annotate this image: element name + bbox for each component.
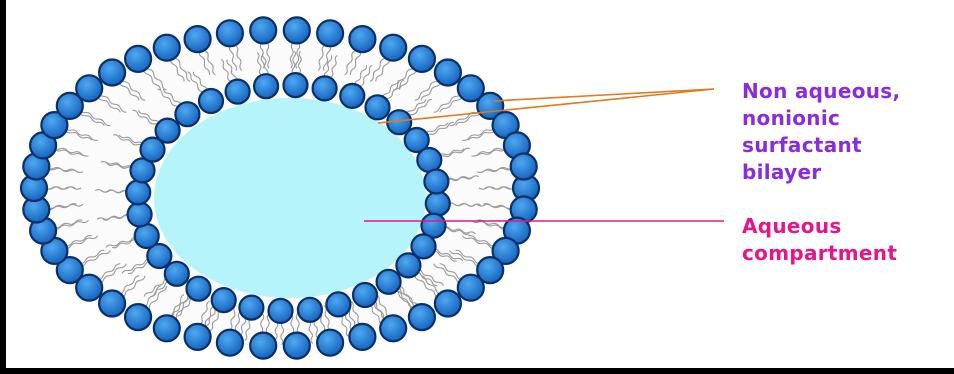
- bilayer-label-line-2: nonionic: [742, 105, 900, 132]
- inner-polar-head: [187, 277, 211, 301]
- outer-polar-head: [409, 46, 435, 72]
- bilayer-label: Non aqueous, nonionic surfactant bilayer: [742, 78, 900, 186]
- bilayer-leader-line-outer: [494, 89, 714, 101]
- inner-polar-head: [353, 283, 377, 307]
- bilayer-label-line-1: Non aqueous,: [742, 78, 900, 105]
- outer-polar-head: [154, 35, 180, 61]
- inner-polar-head: [128, 203, 152, 227]
- outer-polar-head: [217, 330, 243, 356]
- inner-polar-head: [226, 80, 250, 104]
- outer-polar-head: [185, 324, 211, 350]
- inner-polar-head: [424, 170, 448, 194]
- inner-polar-head: [377, 270, 401, 294]
- inner-polar-head: [126, 180, 150, 204]
- outer-polar-head: [349, 324, 375, 350]
- outer-polar-head: [409, 304, 435, 330]
- outer-polar-head: [185, 26, 211, 52]
- inner-polar-head: [156, 119, 180, 143]
- bilayer-label-line-3: surfactant: [742, 132, 900, 159]
- inner-polar-head: [212, 288, 236, 312]
- inner-polar-head: [366, 95, 390, 119]
- outer-polar-head: [250, 333, 276, 359]
- inner-polar-head: [284, 73, 308, 97]
- outer-polar-head: [99, 60, 125, 86]
- outer-polar-head: [317, 330, 343, 356]
- inner-polar-head: [313, 76, 337, 100]
- inner-polar-head: [340, 84, 364, 108]
- outer-polar-head: [125, 304, 151, 330]
- aqueous-label-line-1: Aqueous: [742, 213, 897, 240]
- outer-polar-head: [284, 333, 310, 359]
- inner-polar-head: [396, 253, 420, 277]
- aqueous-label: Aqueous compartment: [742, 213, 897, 267]
- inner-polar-head: [239, 296, 263, 320]
- outer-polar-head: [76, 75, 102, 101]
- aqueous-core: [154, 98, 426, 298]
- inner-polar-head: [199, 89, 223, 113]
- outer-polar-head: [380, 35, 406, 61]
- inner-polar-head: [426, 192, 450, 216]
- outer-polar-head: [284, 17, 310, 43]
- bilayer-label-line-4: bilayer: [742, 159, 900, 186]
- inner-polar-head: [417, 148, 441, 172]
- outer-polar-head: [250, 17, 276, 43]
- aqueous-label-line-2: compartment: [742, 240, 897, 267]
- outer-polar-head: [435, 291, 461, 317]
- outer-polar-head: [99, 291, 125, 317]
- inner-polar-head: [135, 224, 159, 248]
- outer-polar-head: [125, 46, 151, 72]
- outer-polar-head: [458, 275, 484, 301]
- outer-polar-head: [154, 315, 180, 341]
- inner-polar-head: [326, 292, 350, 316]
- inner-polar-head: [298, 298, 322, 322]
- outer-polar-head: [380, 315, 406, 341]
- outer-polar-head: [435, 60, 461, 86]
- inner-polar-head: [269, 299, 293, 323]
- outer-polar-head: [349, 26, 375, 52]
- outer-polar-head: [217, 20, 243, 46]
- outer-polar-head: [511, 154, 537, 180]
- inner-polar-head: [254, 74, 278, 98]
- inner-polar-head: [175, 102, 199, 126]
- outer-polar-head: [317, 20, 343, 46]
